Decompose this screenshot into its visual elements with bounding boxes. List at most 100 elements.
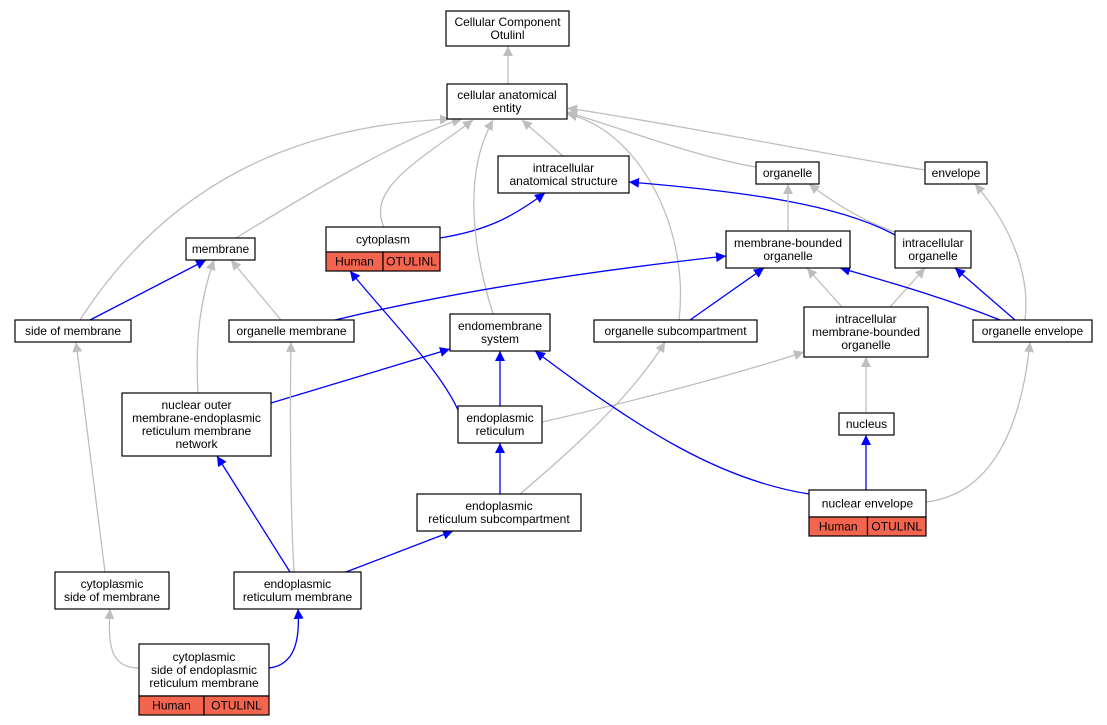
- edge-line: [689, 267, 765, 321]
- node-label-line: intracellular: [533, 161, 594, 175]
- edge-osc-to-cae: [566, 111, 682, 321]
- node-label-line: cytoplasmic: [81, 577, 144, 591]
- node-label-line: entity: [493, 101, 522, 115]
- node-label-line: cytoplasm: [356, 233, 410, 247]
- edge-line: [806, 267, 843, 308]
- node-box: [803, 306, 929, 358]
- edge-io-to-ias: [628, 177, 896, 236]
- edge-line: [839, 265, 1001, 321]
- edge-line: [566, 110, 757, 168]
- node-label-line: endoplasmic: [264, 577, 331, 591]
- node-osc[interactable]: organelle subcompartment: [593, 319, 758, 343]
- node-om[interactable]: organelle membrane: [228, 319, 355, 343]
- edge-line: [216, 455, 291, 573]
- node-box: [233, 571, 362, 610]
- edge-er-to-cytoplasm: [349, 270, 459, 411]
- edge-line: [79, 114, 451, 321]
- edge-ne-to-ems: [534, 350, 810, 495]
- edge-line: [439, 192, 546, 239]
- node-label-line: membrane: [192, 242, 250, 256]
- node-box: [14, 319, 132, 343]
- node-label-line: cellular anatomical: [457, 88, 556, 102]
- edge-cserm-to-csom: [104, 608, 140, 669]
- node-envelope[interactable]: envelope: [924, 161, 988, 185]
- edge-line: [541, 350, 805, 423]
- node-nomern[interactable]: nuclear outermembrane-endoplasmicreticul…: [121, 392, 272, 457]
- node-box: [924, 161, 988, 185]
- node-label-line: anatomical structure: [509, 174, 617, 188]
- edge-ias-to-cae: [521, 119, 564, 157]
- annotation-human: Human: [335, 255, 374, 269]
- node-label-line: organelle subcompartment: [604, 324, 747, 338]
- edge-line: [534, 350, 810, 495]
- edge-erm-to-om: [285, 341, 296, 573]
- edge-membrane-to-cae: [235, 117, 463, 239]
- node-box: [54, 571, 170, 610]
- node-label-line: side of membrane: [25, 324, 121, 338]
- edge-line: [72, 341, 106, 573]
- edge-line: [268, 608, 304, 669]
- annotation-cell: [203, 695, 270, 716]
- node-box: [457, 405, 543, 444]
- node-label-line: envelope: [932, 166, 981, 180]
- node-box: [445, 10, 570, 47]
- node-membrane[interactable]: membrane: [185, 237, 256, 261]
- annotation-otulinl: OTULINL: [211, 699, 262, 713]
- edge-line: [334, 252, 727, 321]
- node-box: [808, 489, 927, 518]
- edge-line: [473, 119, 494, 315]
- node-box: [838, 412, 895, 436]
- node-box: [593, 319, 758, 343]
- edge-oe-to-mbo: [839, 265, 1001, 321]
- edge-line: [235, 117, 463, 239]
- node-box: [725, 230, 851, 269]
- edge-line: [104, 608, 140, 669]
- node-box: [138, 643, 270, 697]
- edge-om-to-membrane: [230, 259, 282, 321]
- edge-line: [925, 341, 1034, 503]
- node-label-line: intracellular: [902, 236, 963, 250]
- node-som[interactable]: side of membrane: [14, 319, 132, 343]
- edge-som-to-cae: [79, 114, 451, 321]
- node-label-line: nuclear outer: [161, 398, 231, 412]
- node-label-line: reticulum subcompartment: [428, 512, 570, 526]
- node-box: [446, 83, 568, 120]
- edge-cytoplasm-to-ias: [439, 192, 546, 239]
- node-label-line: system: [481, 332, 519, 346]
- node-label-line: reticulum membrane: [149, 676, 259, 690]
- node-nucleus[interactable]: nucleus: [838, 412, 895, 436]
- node-label-line: endoplasmic: [465, 499, 532, 513]
- edge-erm-to-nomern: [216, 455, 291, 573]
- node-label-line: cytoplasmic: [173, 650, 236, 664]
- node-box: [497, 155, 630, 194]
- node-organelle[interactable]: organelle: [755, 161, 820, 185]
- edge-envelope-to-cae: [566, 104, 926, 171]
- node-label-line: organelle: [908, 249, 958, 263]
- edge-line: [974, 183, 1027, 321]
- edge-line: [954, 267, 1016, 321]
- edge-line: [566, 104, 926, 171]
- node-label-line: intracellular: [835, 312, 896, 326]
- edge-line: [349, 270, 459, 411]
- edge-io-to-organelle: [808, 183, 896, 233]
- node-label-line: reticulum membrane: [243, 590, 353, 604]
- node-label-line: nucleus: [846, 417, 887, 431]
- node-oe[interactable]: organelle envelope: [972, 319, 1093, 343]
- edge-organelle-to-cae: [566, 110, 757, 168]
- edge-line: [521, 119, 564, 157]
- node-box: [325, 226, 441, 253]
